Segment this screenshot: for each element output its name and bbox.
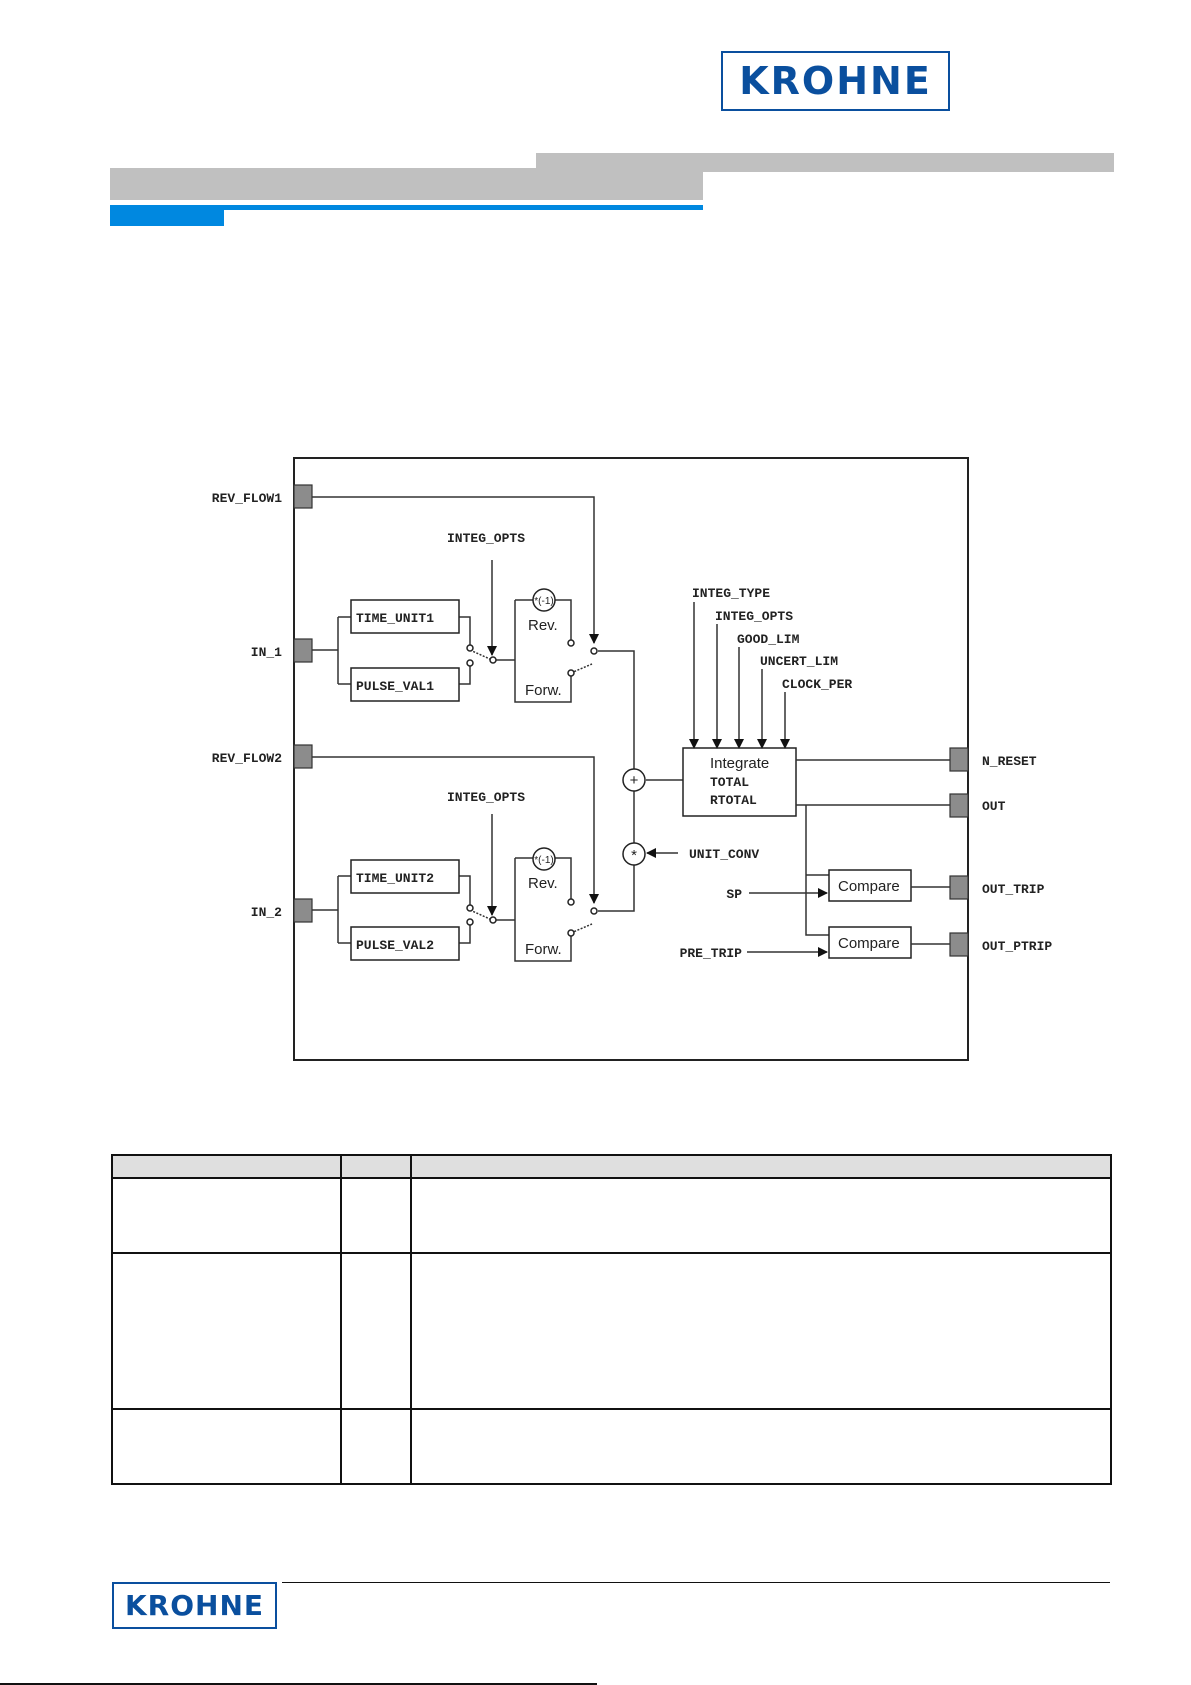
rev-flow2-line [312, 756, 599, 904]
table-row [111, 1252, 1112, 1410]
uncert-lim-label: UNCERT_LIM [760, 654, 838, 669]
negate2-label: *(-1) [534, 855, 553, 866]
logo-text: KROHNE [739, 59, 932, 103]
compare-trip-label: Compare [838, 878, 900, 895]
table-row [111, 1177, 1112, 1254]
table-cell [111, 1408, 342, 1485]
sp-label: SP [726, 887, 742, 902]
integ-opts2-label: INTEG_OPTS [447, 790, 525, 805]
n-reset-label: N_RESET [982, 754, 1037, 769]
krohne-logo: KROHNE [721, 51, 950, 111]
integrate-title: Integrate [710, 755, 769, 772]
time-unit1-box [350, 599, 460, 634]
out-trip-label: OUT_TRIP [982, 882, 1045, 897]
out-trip-connector [949, 875, 969, 900]
rev-flow1-line [312, 496, 599, 644]
compare-box-ptrip [828, 926, 912, 959]
parameter-table [111, 1154, 1112, 1485]
rev-flow2-label: REV_FLOW2 [212, 751, 282, 766]
integ-opts1-label: INTEG_OPTS [447, 531, 525, 546]
sum-junction [622, 768, 646, 792]
forw1-label: Forw. [525, 682, 562, 699]
compare-box-trip [828, 869, 912, 902]
in2-connector [293, 898, 313, 923]
pulse-val2-label: PULSE_VAL2 [356, 938, 434, 953]
block-frame [293, 457, 969, 1061]
header-cell-2 [340, 1154, 412, 1179]
out-ptrip-label: OUT_PTRIP [982, 939, 1052, 954]
table-cell [340, 1177, 412, 1254]
mult-junction [622, 842, 646, 866]
in2-label: IN_2 [251, 905, 282, 920]
negate1-circle [532, 588, 556, 612]
header-cell-1 [111, 1154, 342, 1179]
header-grey-bar-top [536, 153, 1114, 172]
footer-rule [282, 1582, 1110, 1583]
table-header-row [111, 1154, 1112, 1179]
table-cell [410, 1177, 1112, 1254]
footer-krohne-logo: KROHNE [112, 1582, 277, 1629]
time-unit1-label: TIME_UNIT1 [356, 611, 434, 626]
integrator-block-diagram: REV_FLOW1 IN_1 REV_FLOW2 IN_2 INTEG_OPTS… [212, 457, 1052, 1061]
out-ptrip-connector [949, 932, 969, 957]
good-lim-label: GOOD_LIM [737, 632, 800, 647]
integ-type-label: INTEG_TYPE [692, 586, 770, 601]
out-label: OUT [982, 799, 1006, 814]
negate1-label: *(-1) [534, 596, 553, 607]
mult-symbol: * [631, 847, 637, 864]
time-unit2-label: TIME_UNIT2 [356, 871, 434, 886]
rev-flow1-label: REV_FLOW1 [212, 491, 282, 506]
compare-ptrip-label: Compare [838, 935, 900, 952]
table-cell [340, 1252, 412, 1410]
header-blue-line [110, 205, 703, 210]
integrate-total: TOTAL [710, 775, 749, 790]
rev2-label: Rev. [528, 875, 558, 892]
in1-label: IN_1 [251, 645, 282, 660]
footer-logo-text: KROHNE [124, 1589, 265, 1622]
time-unit2-box [350, 859, 460, 894]
rev1-label: Rev. [528, 617, 558, 634]
header-blue-block [110, 205, 224, 226]
pulse-val1-box [350, 667, 460, 702]
table-cell [111, 1177, 342, 1254]
header-cell-3 [410, 1154, 1112, 1179]
n-reset-connector [949, 747, 969, 772]
table-cell [410, 1252, 1112, 1410]
pulse-val1-label: PULSE_VAL1 [356, 679, 434, 694]
table-cell [410, 1408, 1112, 1485]
integ-opts-label: INTEG_OPTS [715, 609, 793, 624]
integrator-box [682, 747, 797, 817]
unit-conv-label: UNIT_CONV [689, 847, 759, 862]
integrate-rtotal: RTOTAL [710, 793, 757, 808]
clock-per-label: CLOCK_PER [782, 677, 852, 692]
pulse-val2-box [350, 926, 460, 961]
in1-connector [293, 638, 313, 663]
page-bottom-rule [0, 1683, 597, 1685]
header-grey-bar-main [110, 168, 703, 200]
negate2-circle [532, 847, 556, 871]
out-connector [949, 793, 969, 818]
rev-flow2-connector [293, 744, 313, 769]
rev-flow1-connector [293, 484, 313, 509]
pre-trip-label: PRE_TRIP [680, 946, 743, 961]
table-cell [111, 1252, 342, 1410]
forw2-label: Forw. [525, 941, 562, 958]
sum-symbol: + [630, 772, 639, 789]
table-row [111, 1408, 1112, 1485]
table-cell [340, 1408, 412, 1485]
